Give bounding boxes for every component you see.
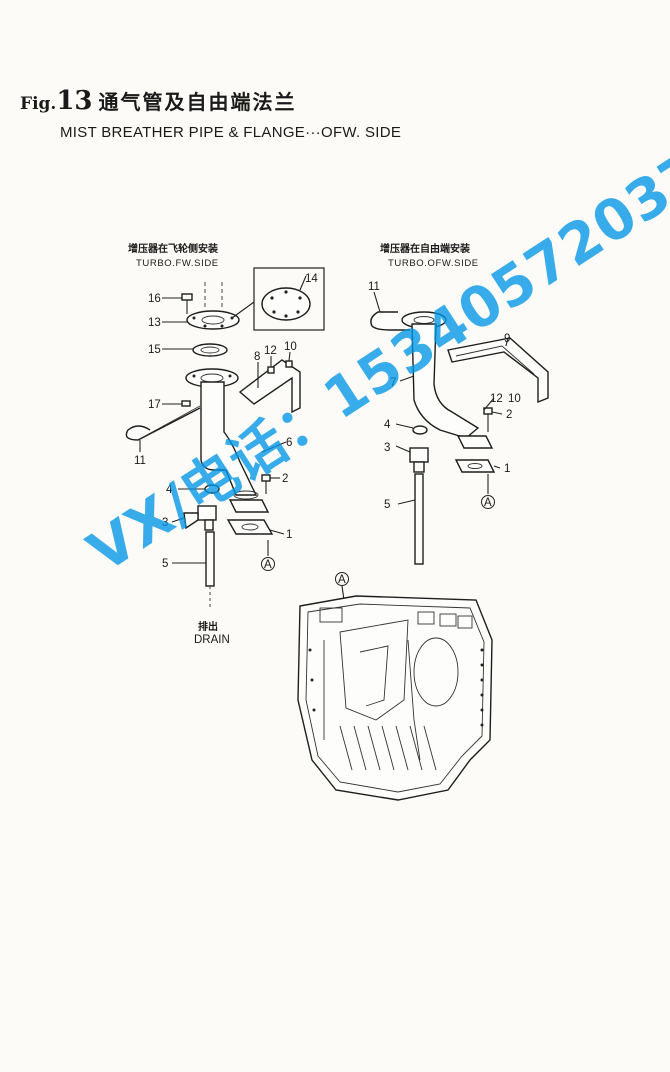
gasket-15-icon xyxy=(192,343,228,357)
nut-12-icon xyxy=(267,366,275,374)
flange-lower-icon xyxy=(228,499,270,513)
right-assembly: 增压器在自由端安装 TURBO.OFW.SIDE xyxy=(368,242,549,565)
callout-a-left-circle xyxy=(261,557,275,571)
callout-10-right: 10 xyxy=(508,393,521,405)
callout-a-frame-circle xyxy=(335,572,349,586)
callout-12-right: 12 xyxy=(490,393,503,405)
figure-number: 13 xyxy=(56,86,93,116)
callout-10-left: 10 xyxy=(284,341,297,353)
callout-8: 8 xyxy=(254,351,260,363)
u-bolt-11-icon xyxy=(125,405,201,441)
callout-a-right-circle xyxy=(481,495,495,509)
right-header-cn: 增压器在自由端安装 xyxy=(380,242,470,255)
callout-a-right: A xyxy=(484,497,492,509)
bolt-2-right-icon xyxy=(483,407,493,432)
drain-label-en: DRAIN xyxy=(194,634,230,646)
gasket-1-icon xyxy=(226,519,274,535)
engine-frame-icon: A xyxy=(297,572,493,801)
callout-11-right: 11 xyxy=(368,281,380,293)
callout-1-left: 1 xyxy=(286,529,292,541)
callout-11-left: 11 xyxy=(134,455,146,467)
pipe-lower-flange-right-icon xyxy=(456,435,494,449)
callout-5-right: 5 xyxy=(384,499,390,511)
drain-tube-5-right-icon xyxy=(414,473,424,565)
callout-3-left: 3 xyxy=(162,517,168,529)
callout-1-right: 1 xyxy=(504,463,510,475)
callout-6: 6 xyxy=(286,437,292,449)
pipe-6-icon xyxy=(200,381,259,500)
left-assembly: 增压器在飞轮侧安装 TURBO.FW.SIDE xyxy=(125,242,325,646)
clip-17-icon xyxy=(181,400,191,407)
callout-2-right: 2 xyxy=(506,409,512,421)
figure-title-cn: 通气管及自由端法兰 xyxy=(98,90,297,114)
drain-tube-5-icon xyxy=(205,531,215,608)
figure-prefix: Fig. xyxy=(20,94,57,114)
callout-7: 7 xyxy=(390,377,396,389)
callout-12-left: 12 xyxy=(264,345,277,357)
left-header-en: TURBO.FW.SIDE xyxy=(136,258,219,269)
drain-cock-3-icon xyxy=(183,505,217,531)
callout-16: 16 xyxy=(148,293,161,305)
callout-5-left: 5 xyxy=(162,558,168,570)
detail-box-14 xyxy=(253,267,325,331)
callout-3-right: 3 xyxy=(384,442,390,454)
bracket-9-icon xyxy=(447,337,549,404)
callout-a-frame: A xyxy=(338,574,346,586)
flange-13-icon xyxy=(186,310,240,330)
callout-4-right: 4 xyxy=(384,419,391,431)
callout-9: 9 xyxy=(504,333,510,345)
left-header-cn: 增压器在飞轮侧安装 xyxy=(128,242,218,255)
callout-13: 13 xyxy=(148,317,161,329)
callout-2-left: 2 xyxy=(282,473,288,485)
drain-label-cn: 排出 xyxy=(198,620,218,633)
callout-14: 14 xyxy=(305,273,318,285)
u-bolt-11-right-icon xyxy=(370,311,410,331)
bracket-8-icon xyxy=(238,359,301,414)
callout-a-left: A xyxy=(264,559,272,571)
callout-15: 15 xyxy=(148,344,161,356)
right-header-en: TURBO.OFW.SIDE xyxy=(388,258,479,269)
figure-subtitle: MIST BREATHER PIPE & FLANGE···OFW. SIDE xyxy=(60,124,402,141)
callout-4-left: 4 xyxy=(166,484,173,496)
pipe-7-icon xyxy=(411,323,480,439)
callout-17: 17 xyxy=(148,399,161,411)
drain-cock-3-right-icon xyxy=(409,447,429,473)
washer-4-right-icon xyxy=(412,425,428,435)
bolt-16-icon xyxy=(181,293,193,314)
bolt-10-icon xyxy=(285,360,293,368)
gasket-1-right-icon xyxy=(454,459,496,473)
